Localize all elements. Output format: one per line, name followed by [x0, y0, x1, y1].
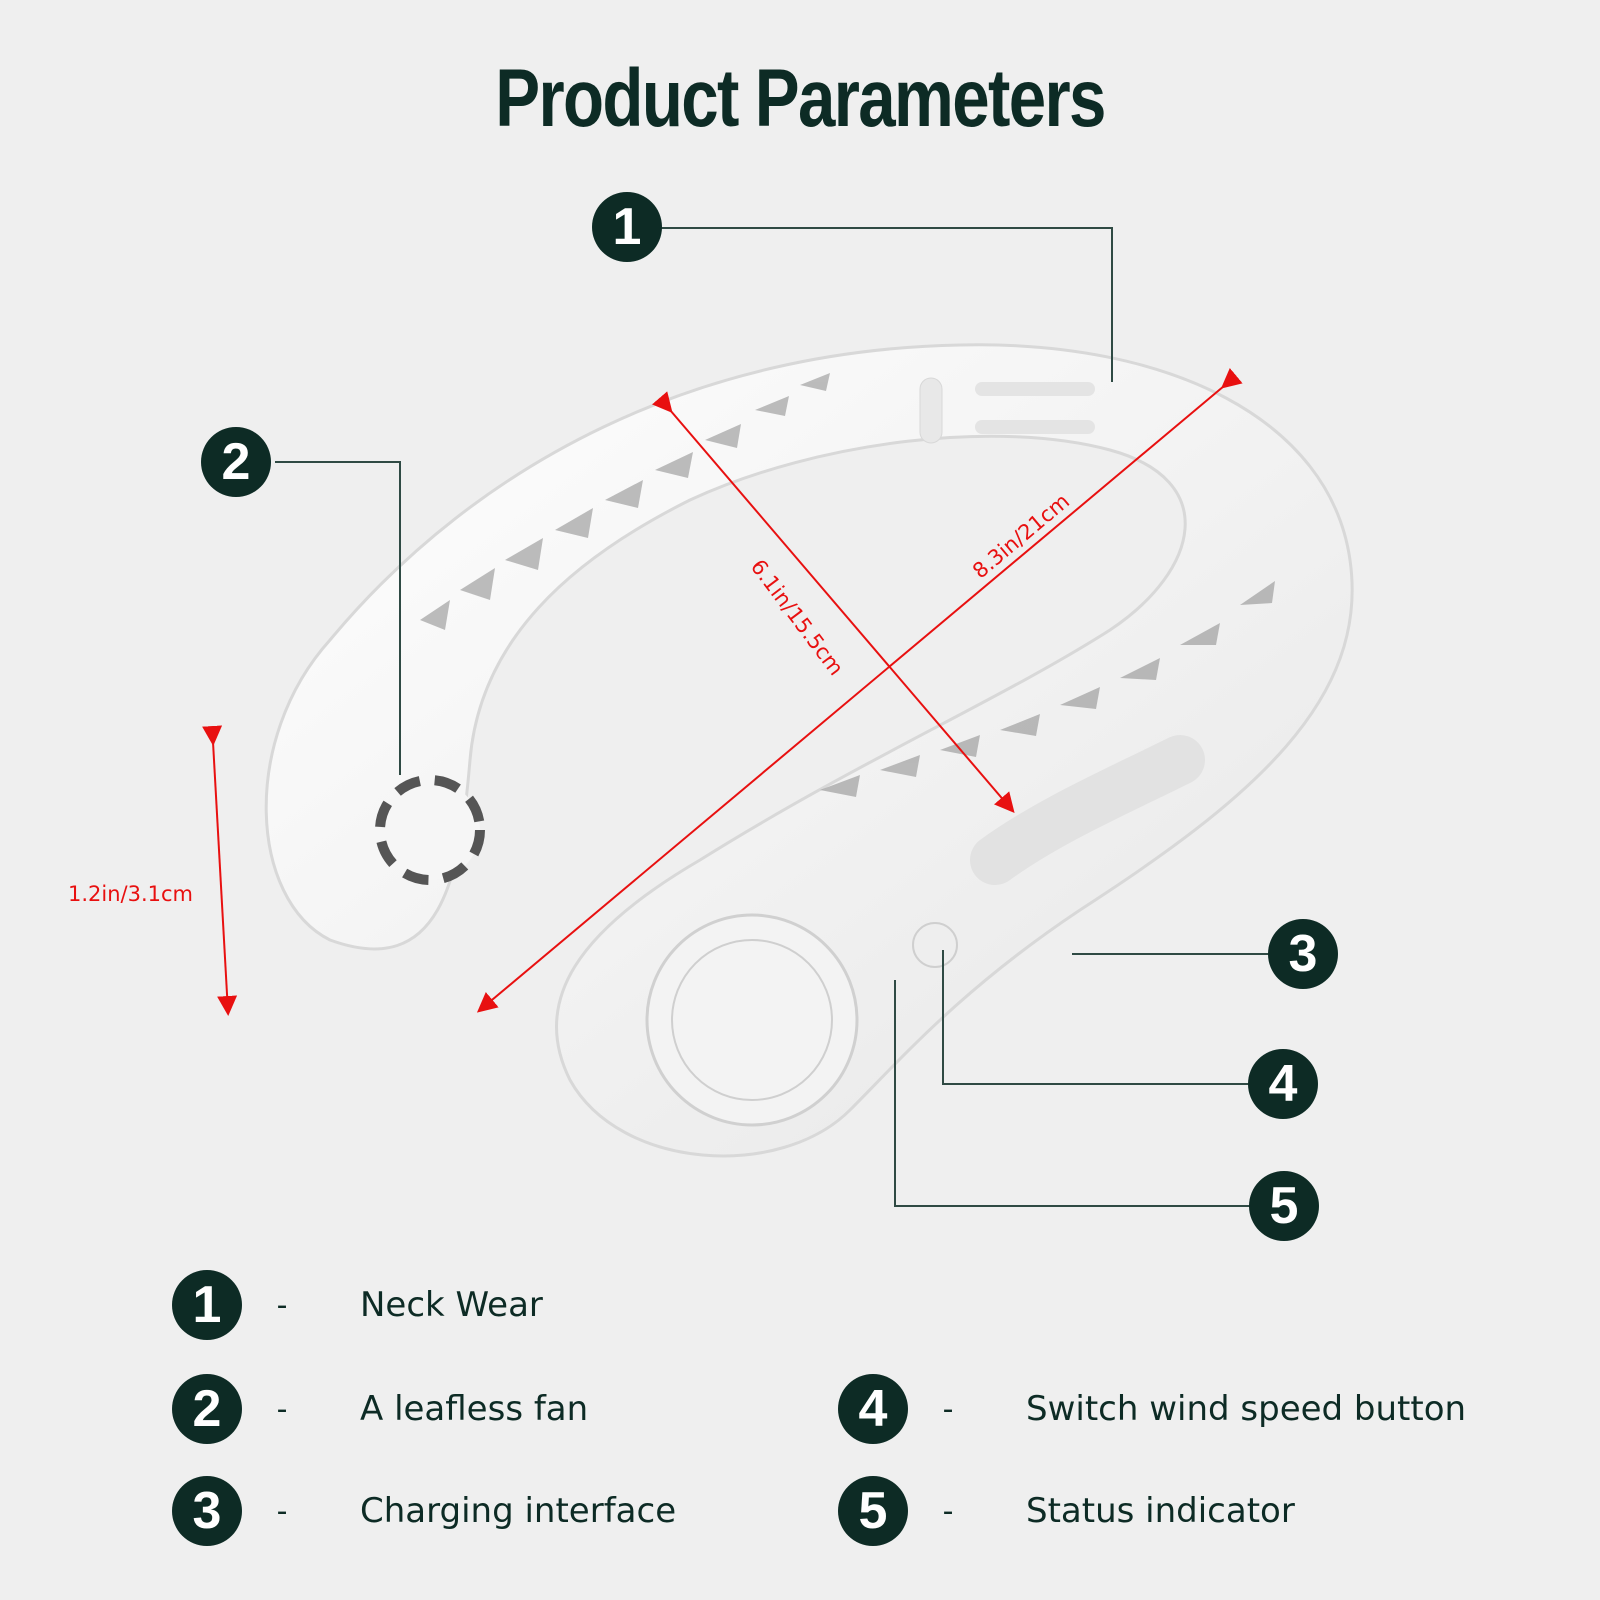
- legend-item-charging-interface: 3 - Charging interface: [172, 1476, 676, 1546]
- legend-badge: 5: [838, 1476, 908, 1546]
- speed-button: [912, 922, 958, 968]
- legend-label: Neck Wear: [360, 1285, 543, 1325]
- fan-grille: [645, 913, 859, 1127]
- legend-dash: -: [276, 1391, 288, 1427]
- page-title: Product Parameters: [495, 53, 1106, 144]
- legend-item-neck-wear: 1 - Neck Wear: [172, 1270, 543, 1340]
- height-dimension-label: 1.2in/3.1cm: [68, 882, 194, 906]
- legend-badge: 1: [172, 1270, 242, 1340]
- legend-dash: -: [942, 1493, 954, 1529]
- legend-label: A leafless fan: [360, 1389, 589, 1429]
- legend-label: Charging interface: [360, 1491, 677, 1531]
- legend-item-status-indicator: 5 - Status indicator: [838, 1476, 1295, 1546]
- neck-band: [264, 343, 1354, 1158]
- legend-dash: -: [942, 1391, 954, 1427]
- legend-label: Status indicator: [1026, 1491, 1295, 1531]
- side-fan-outlet: [375, 775, 485, 885]
- legend-dash: -: [276, 1493, 288, 1529]
- legend-label: Switch wind speed button: [1026, 1389, 1467, 1429]
- callout-badge-1: 1: [592, 192, 662, 262]
- legend-badge: 4: [838, 1374, 908, 1444]
- dimension-arrows: [202, 368, 1243, 1016]
- callout-badge-4: 4: [1248, 1049, 1318, 1119]
- legend-item-leafless-fan: 2 - A leafless fan: [172, 1374, 588, 1444]
- legend-item-wind-speed-button: 4 - Switch wind speed button: [838, 1374, 1466, 1444]
- legend-dash: -: [276, 1287, 288, 1323]
- callout-badge-2: 2: [201, 427, 271, 497]
- legend-badge: 2: [172, 1374, 242, 1444]
- callout-badge-5: 5: [1249, 1171, 1319, 1241]
- callout-badge-3: 3: [1268, 919, 1338, 989]
- legend-badge: 3: [172, 1476, 242, 1546]
